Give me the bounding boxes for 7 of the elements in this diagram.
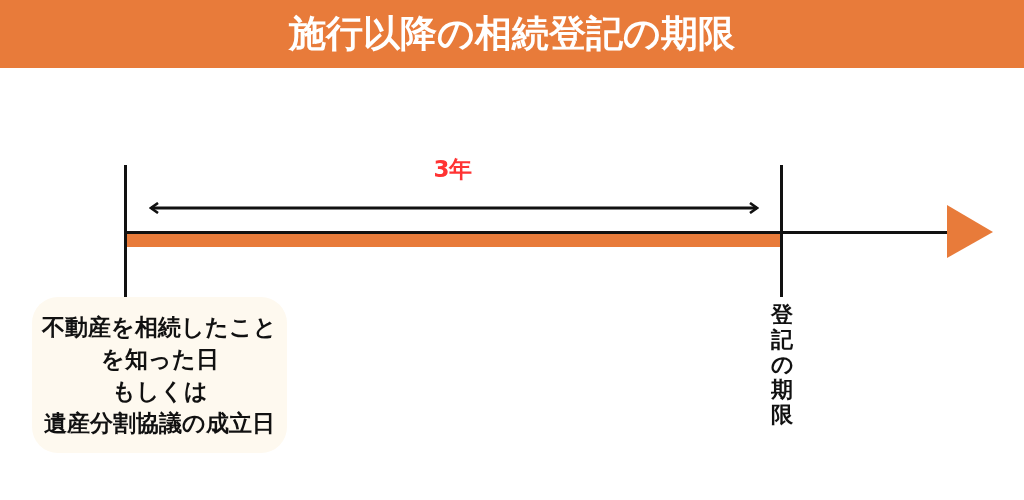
duration-label: 3年 <box>433 155 473 184</box>
deadline-label: 登記の期限 <box>770 302 794 427</box>
conjunction-text: もしくは <box>111 377 208 406</box>
title: 施行以降の相続登記の期限 <box>289 12 735 56</box>
event-description: 不動産を相続したことを知った日 <box>40 313 278 374</box>
event-description: 遺産分割協議の成立日 <box>44 409 275 438</box>
date-box <box>32 297 287 453</box>
